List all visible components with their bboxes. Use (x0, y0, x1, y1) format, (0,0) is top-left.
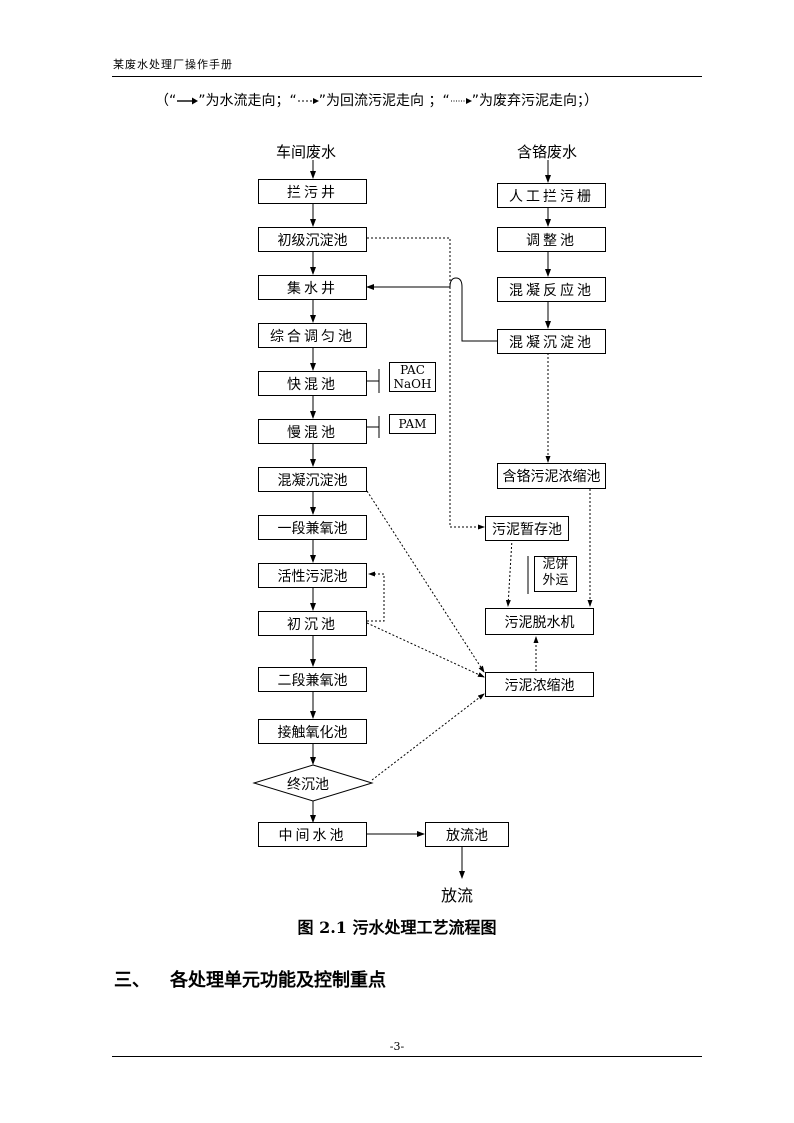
node-chromium-sludge-thickener: 含铬污泥浓缩池 (497, 463, 606, 489)
node-coagulation-sedimentation: 混凝沉淀池 (258, 467, 367, 492)
node-discharge-tank: 放流池 (425, 822, 509, 847)
water-flow-arrow-icon (177, 97, 199, 105)
discharge-label: 放流 (441, 886, 474, 905)
node-slow-mix: 慢混池 (258, 419, 367, 444)
node-intermediate-tank: 中间水池 (258, 822, 367, 847)
footer-rule (112, 1056, 702, 1057)
node-collection-well: 集水井 (258, 275, 367, 300)
node-initial-clarifier: 初沉池 (258, 611, 367, 636)
dosing-pac: PAC (400, 363, 425, 377)
figure-caption: 图 2.1 污水处理工艺流程图 (297, 918, 497, 937)
legend-return-text: ”为回流污泥走向 ；“ (318, 93, 450, 109)
node-trash-well: 拦污井 (258, 179, 367, 204)
legend-waste-text: ”为废弃污泥走向；） (471, 93, 599, 109)
running-header: 某废水处理厂操作手册 (113, 58, 233, 71)
waste-sludge-line (366, 622, 485, 678)
return-sludge-line (367, 571, 385, 622)
node-chromium-sedimentation: 混凝沉淀池 (497, 329, 606, 354)
node-adjustment-tank: 调整池 (497, 227, 606, 252)
node-sludge-thickener: 污泥浓缩池 (485, 672, 594, 697)
cake-outbound-label: 泥饼 外运 (534, 556, 577, 592)
section-number: 三、 (114, 970, 150, 991)
node-coagulation-reaction: 混凝反应池 (497, 277, 606, 302)
waste-sludge-line (367, 237, 485, 530)
node-activated-sludge: 活性污泥池 (258, 563, 367, 588)
node-primary-sedimentation: 初级沉淀池 (258, 227, 367, 252)
final-clarifier-diamond (252, 764, 374, 802)
source-chromium-wastewater: 含铬废水 (517, 143, 578, 161)
waste-sludge-line (371, 693, 485, 781)
node-equalization-tank: 综合调匀池 (258, 323, 367, 348)
section-title: 各处理单元功能及控制重点 (170, 970, 386, 991)
return-sludge-arrow-icon (297, 98, 319, 104)
legend-open: （“ (155, 93, 177, 109)
cake-line-1: 泥饼 (542, 557, 569, 572)
dosing-naoh: NaOH (393, 377, 432, 391)
flow-legend: （“ ”为水流走向；“ ”为回流污泥走向 ；“ ”为废弃污泥走向；） (155, 90, 598, 110)
page-number: -3- (389, 1040, 405, 1053)
waste-sludge-line (366, 490, 485, 673)
section-heading: 三、各处理单元功能及控制重点 (114, 966, 386, 992)
legend-water-text: ”为水流走向；“ (198, 93, 297, 109)
node-rapid-mix: 快混池 (258, 371, 367, 396)
dosing-pam: PAM (389, 414, 436, 434)
node-sludge-holding-tank: 污泥暂存池 (485, 516, 569, 541)
node-anoxic-stage-1: 一段兼氧池 (258, 515, 367, 540)
dosing-pac-naoh: PAC NaOH (389, 362, 436, 392)
cake-line-2: 外运 (542, 573, 569, 588)
node-contact-oxidation: 接触氧化池 (258, 719, 367, 744)
flow-line (366, 277, 497, 342)
node-manual-bar-screen: 人工拦污栅 (497, 183, 606, 208)
waste-sludge-line (505, 538, 513, 607)
source-workshop-wastewater: 车间废水 (276, 143, 337, 161)
node-sludge-dewatering: 污泥脱水机 (485, 608, 594, 635)
node-final-clarifier: 终沉池 (287, 777, 329, 793)
waste-sludge-arrow-icon (450, 98, 472, 104)
node-anoxic-stage-2: 二段兼氧池 (258, 667, 367, 692)
header-rule (112, 76, 702, 77)
